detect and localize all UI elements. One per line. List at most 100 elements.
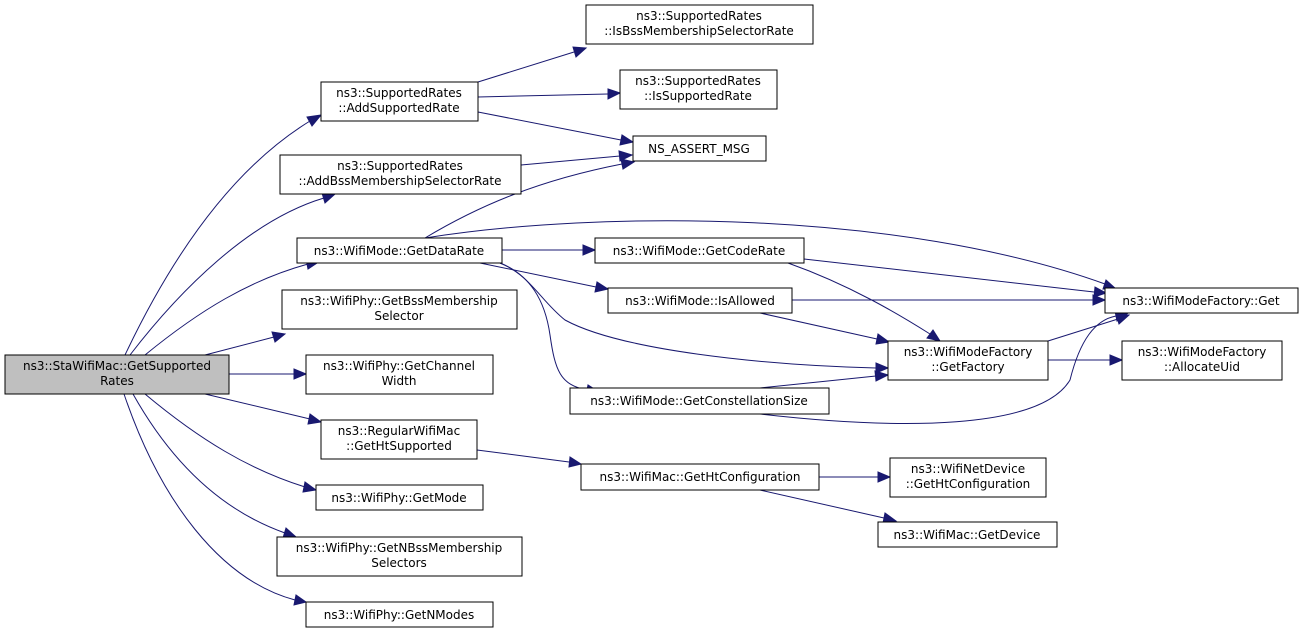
node-label-line: ns3::WifiMac::GetHtConfiguration (600, 470, 801, 484)
node-factory-get[interactable]: ns3::WifiModeFactory::Get (1104, 287, 1299, 314)
node-phy-get-nbss-membership-selectors[interactable]: ns3::WifiPhy::GetNBssMembership Selector… (276, 536, 523, 577)
node-label-line: ns3::WifiModeFactory (904, 345, 1033, 359)
node-is-supported-rate[interactable]: ns3::SupportedRates ::IsSupportedRate (619, 69, 778, 110)
edge-root-to-phy-get-mode-arrowhead (302, 481, 318, 493)
edge-get-code-rate-to-factory-get (803, 258, 1095, 293)
edge-add-supported-rate-to-is-supported-rate (477, 93, 609, 98)
edge-get-data-rate-to-is-allowed (479, 262, 597, 288)
edge-get-code-rate-to-get-factory (787, 262, 931, 335)
edge-is-allowed-to-factory-get-arrowhead (1092, 294, 1107, 306)
node-label-line: Width (382, 374, 417, 388)
node-label-line: ::GetHtConfiguration (906, 477, 1031, 491)
node-label-line: ns3::WifiModeFactory::Get (1122, 294, 1279, 308)
edge-add-supported-rate-to-ns-assert (477, 111, 622, 141)
node-ns-assert-msg[interactable]: NS_ASSERT_MSG (632, 135, 767, 162)
node-is-allowed[interactable]: ns3::WifiMode::IsAllowed (607, 287, 793, 314)
edge-root-to-phy-get-nbss (132, 393, 286, 534)
node-label-line: ns3::WifiMode::GetCodeRate (613, 244, 785, 258)
node-label-line: ns3::WifiModeFactory (1138, 345, 1267, 359)
node-label-line: ::AddSupportedRate (338, 101, 459, 115)
nodes-layer: ns3::StaWifiMac::GetSupported Rates ns3:… (4, 4, 1299, 628)
node-add-bss-membership-selector-rate[interactable]: ns3::SupportedRates ::AddBssMembershipSe… (279, 154, 522, 195)
edges-layer (123, 46, 1131, 606)
edge-is-allowed-to-get-factory (759, 312, 878, 340)
edge-get-data-rate-to-get-factory (499, 262, 877, 369)
node-label-line: Selectors (371, 556, 427, 570)
node-phy-get-nmodes[interactable]: ns3::WifiPhy::GetNModes (305, 601, 494, 628)
node-label-line: ns3::WifiMode::IsAllowed (625, 294, 775, 308)
node-label-line: ns3::SupportedRates (336, 86, 462, 100)
edge-root-to-add-bss (129, 197, 325, 356)
edge-regular-get-ht-to-mac-get-ht-config-arrowhead (568, 456, 583, 468)
node-label-line: ::IsBssMembershipSelectorRate (604, 24, 794, 38)
node-label-line: ns3::WifiPhy::GetNModes (324, 608, 475, 622)
node-label-line: ns3::WifiPhy::GetNBssMembership (296, 541, 503, 555)
node-net-device-get-ht-configuration[interactable]: ns3::WifiNetDevice ::GetHtConfiguration (889, 457, 1047, 498)
edge-add-supported-rate-to-is-supported-rate-arrowhead (607, 88, 622, 100)
node-get-data-rate[interactable]: ns3::WifiMode::GetDataRate (296, 237, 503, 264)
node-label-line: ::IsSupportedRate (644, 89, 752, 103)
node-label-line: NS_ASSERT_MSG (648, 142, 750, 156)
node-label-line: ns3::WifiPhy::GetMode (331, 491, 466, 505)
edge-root-to-phy-get-bss (204, 336, 275, 356)
node-label-line: ns3::SupportedRates (337, 159, 463, 173)
node-label-line: ::AddBssMembershipSelectorRate (298, 174, 501, 188)
edge-get-data-rate-to-get-factory-arrowhead (875, 362, 890, 374)
node-mac-get-device[interactable]: ns3::WifiMac::GetDevice (877, 521, 1058, 548)
node-mac-get-ht-configuration[interactable]: ns3::WifiMac::GetHtConfiguration (580, 463, 820, 491)
edge-get-code-rate-to-get-factory-arrowhead (926, 329, 942, 342)
node-label-line: ns3::StaWifiMac::GetSupported (23, 359, 211, 373)
edge-get-factory-to-factory-get-arrowhead (1115, 313, 1131, 325)
node-label-line: Rates (100, 374, 134, 388)
edge-mac-get-ht-config-to-mac-get-device (759, 489, 885, 519)
node-label-line: ns3::WifiPhy::GetBssMembership (300, 294, 498, 308)
node-get-factory[interactable]: ns3::WifiModeFactory ::GetFactory (887, 340, 1049, 381)
edge-add-supported-rate-to-is-bss-sel-rate-arrowhead (572, 46, 588, 58)
node-label-line: ns3::WifiMode::GetDataRate (314, 244, 484, 258)
node-label-line: ns3::WifiNetDevice (911, 462, 1025, 476)
edge-root-to-phy-get-channel-width-arrowhead (293, 368, 308, 380)
edge-add-bss-to-ns-assert (520, 155, 621, 166)
node-label-line: ns3::SupportedRates (635, 74, 761, 88)
edge-root-to-phy-get-bss-arrowhead (271, 331, 287, 343)
edge-root-to-regular-get-ht-arrowhead (307, 413, 323, 425)
edge-root-to-add-supported-rate-arrowhead (306, 114, 323, 127)
edge-get-data-rate-to-get-code-rate-arrowhead (582, 244, 597, 256)
edge-get-data-rate-to-ns-assert-arrowhead (620, 158, 636, 170)
edge-is-allowed-to-get-factory-arrowhead (875, 333, 891, 345)
node-allocate-uid[interactable]: ns3::WifiModeFactory ::AllocateUid (1121, 340, 1283, 381)
edge-get-code-rate-to-factory-get-arrowhead (1093, 286, 1108, 298)
edge-mac-get-ht-config-to-net-dev-get-ht-arrowhead (877, 471, 892, 483)
node-label-line: ns3::SupportedRates (636, 9, 762, 23)
node-label-line: ::GetHtSupported (346, 439, 452, 453)
edge-root-to-phy-get-nmodes (123, 393, 296, 601)
node-label-line: Selector (374, 309, 423, 323)
edge-get-data-rate-to-ns-assert (424, 163, 623, 239)
node-phy-get-bss-membership-selector[interactable]: ns3::WifiPhy::GetBssMembership Selector (281, 289, 518, 330)
edge-root-to-get-data-rate (144, 263, 309, 356)
node-label-line: ns3::WifiPhy::GetChannel (323, 359, 475, 373)
edge-get-factory-to-allocate-uid-arrowhead (1109, 354, 1124, 366)
edge-root-to-add-supported-rate (124, 120, 311, 356)
edge-get-factory-to-factory-get (1047, 318, 1119, 342)
node-label-line: ::AllocateUid (1164, 360, 1240, 374)
edge-get-data-rate-to-is-allowed-arrowhead (594, 281, 610, 293)
edge-regular-get-ht-to-mac-get-ht-config (476, 449, 570, 463)
edge-add-supported-rate-to-is-bss-sel-rate (477, 51, 575, 83)
edge-get-data-rate-to-factory-get (424, 220, 1106, 285)
node-label-line: ns3::WifiMac::GetDevice (894, 528, 1041, 542)
node-get-code-rate[interactable]: ns3::WifiMode::GetCodeRate (594, 237, 805, 264)
edge-root-to-regular-get-ht (204, 393, 311, 420)
node-label-line: ::GetFactory (931, 360, 1004, 374)
node-phy-get-channel-width[interactable]: ns3::WifiPhy::GetChannel Width (305, 354, 494, 395)
edge-add-supported-rate-to-ns-assert-arrowhead (619, 134, 635, 146)
node-sta-wifi-mac-get-supported-rates[interactable]: ns3::StaWifiMac::GetSupported Rates (4, 354, 230, 395)
node-label-line: ns3::WifiMode::GetConstellationSize (590, 394, 808, 408)
node-regular-get-ht-supported[interactable]: ns3::RegularWifiMac ::GetHtSupported (320, 419, 478, 460)
node-phy-get-mode[interactable]: ns3::WifiPhy::GetMode (315, 484, 484, 511)
edge-get-constellation-to-factory-get (759, 315, 1117, 424)
node-is-bss-membership-selector-rate[interactable]: ns3::SupportedRates ::IsBssMembershipSel… (585, 4, 814, 45)
node-add-supported-rate[interactable]: ns3::SupportedRates ::AddSupportedRate (320, 81, 479, 122)
node-get-constellation-size[interactable]: ns3::WifiMode::GetConstellationSize (569, 387, 830, 415)
